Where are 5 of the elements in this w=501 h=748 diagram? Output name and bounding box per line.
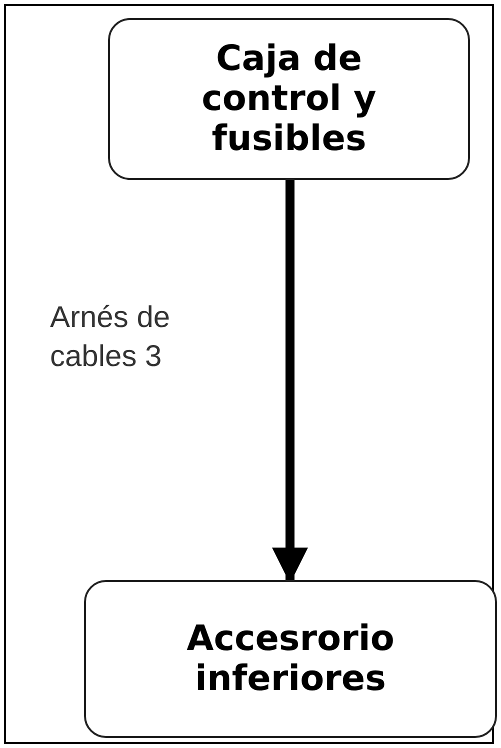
box-label: Accesrorio inferiores bbox=[186, 618, 396, 700]
box-label: Caja de control y fusibles bbox=[200, 38, 378, 160]
process-box bbox=[84, 580, 497, 738]
process-box bbox=[108, 18, 470, 180]
edge-label: Arnés de cables 3 bbox=[50, 300, 172, 375]
